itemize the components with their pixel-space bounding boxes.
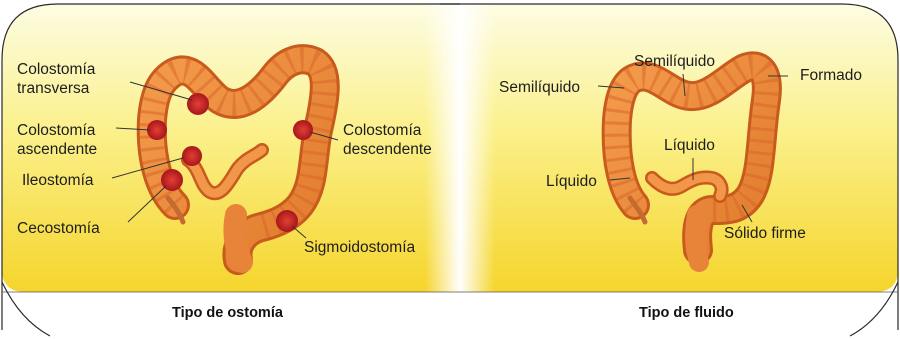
stoma-ileostomia [182,146,202,166]
label-line: Colostomía [17,60,95,79]
label-semiliquido-left: Semilíquido [499,78,580,97]
label-sigmoidostomia: Sigmoidostomía [304,238,415,257]
label-liquido-center: Líquido [664,136,715,155]
label-solido-firme: Sólido firme [724,224,806,243]
stoma-descendente [293,120,313,140]
label-line: Colostomía [343,121,432,140]
label-colostomia-transversa: Colostomía transversa [17,60,95,98]
label-line: transversa [17,79,95,98]
caption-tipo-de-ostomia: Tipo de ostomía [172,305,283,321]
label-line: Colostomía [17,121,97,140]
caption-tipo-de-fluido: Tipo de fluido [639,305,734,321]
label-cecostomia: Cecostomía [17,219,100,238]
label-colostomia-ascendente: Colostomía ascendente [17,121,97,159]
label-line: descendente [343,140,432,159]
label-colostomia-descendente: Colostomía descendente [343,121,432,159]
label-formado: Formado [800,66,862,85]
label-liquido-left: Líquido [546,172,597,191]
label-semiliquido-top: Semilíquido [634,52,715,71]
label-line: ascendente [17,140,97,159]
label-ileostomia: Ileostomía [22,171,94,190]
stoma-transversa [187,93,209,115]
